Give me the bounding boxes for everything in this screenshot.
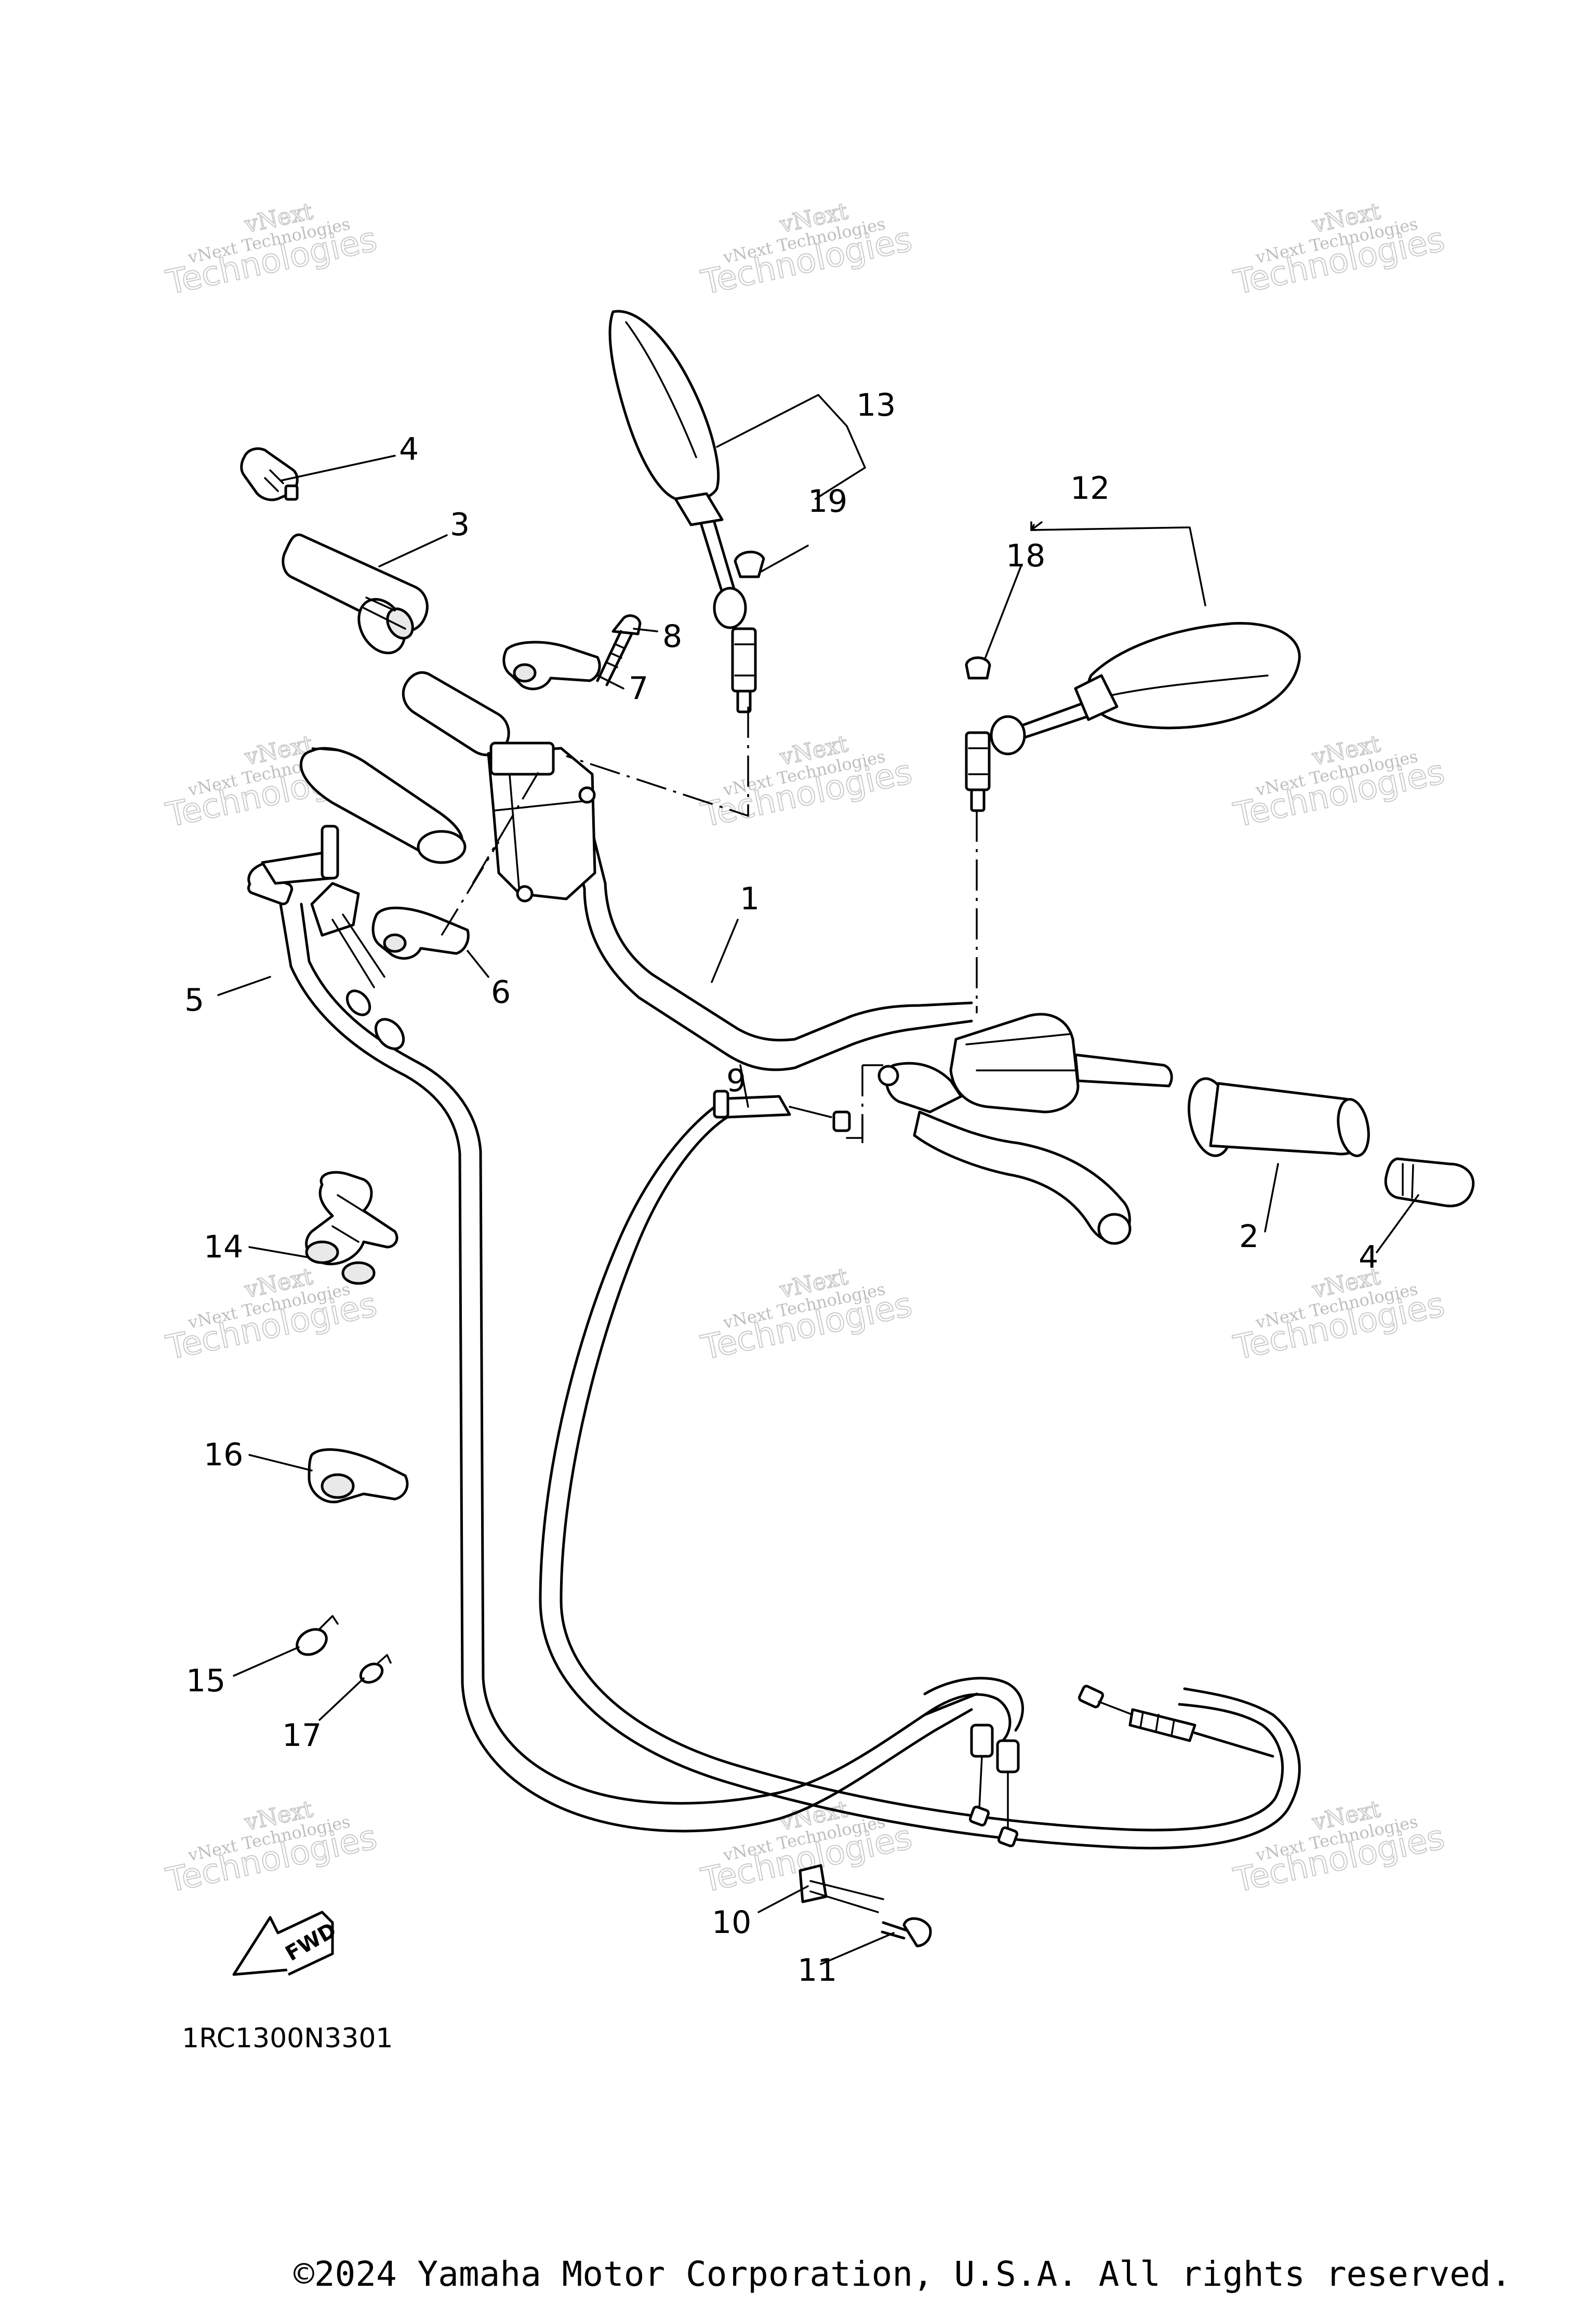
fwd-arrow-icon: FWD bbox=[232, 1911, 340, 1976]
clutch-cable-part-9 bbox=[539, 1090, 1301, 1850]
diagram-code: 1RC1300N3301 bbox=[182, 2023, 393, 2054]
callout-13: 13 bbox=[856, 387, 896, 423]
callout-2: 2 bbox=[1239, 1218, 1259, 1255]
callout-19: 19 bbox=[808, 483, 847, 520]
callout-3: 3 bbox=[450, 507, 470, 543]
callout-5: 5 bbox=[184, 982, 204, 1018]
callout-14: 14 bbox=[204, 1229, 243, 1265]
callout-labels: 1 2 3 4 4 5 6 7 8 9 10 11 12 13 14 15 16… bbox=[184, 387, 1378, 1989]
assembly-lines bbox=[311, 707, 978, 1143]
callout-1: 1 bbox=[740, 881, 760, 917]
left-lever-assembly bbox=[299, 741, 596, 903]
clamp-part-16 bbox=[308, 1448, 409, 1504]
callout-9: 9 bbox=[726, 1063, 746, 1099]
band-part-15 bbox=[296, 1615, 339, 1656]
screw-part-11 bbox=[881, 1917, 932, 1948]
left-grip-part-3 bbox=[282, 533, 429, 655]
throttle-cable-part-5 bbox=[247, 825, 978, 1833]
mirror-nut-part-19 bbox=[734, 550, 765, 578]
band-part-17 bbox=[359, 1654, 392, 1684]
callout-17: 17 bbox=[282, 1717, 322, 1754]
left-mirror-part-13 bbox=[608, 310, 757, 713]
clamp-part-6 bbox=[371, 906, 470, 960]
right-mirror-part-12 bbox=[965, 622, 1301, 812]
callout-6: 6 bbox=[491, 974, 511, 1011]
callout-11: 11 bbox=[797, 1952, 837, 1989]
callout-4b: 4 bbox=[1359, 1239, 1378, 1276]
right-grip-part-2 bbox=[1188, 1077, 1370, 1157]
cable-guide-part-14 bbox=[305, 1171, 398, 1285]
holder-part-10 bbox=[799, 1864, 884, 1913]
left-bar-end-part-4 bbox=[240, 447, 299, 501]
leader-lines bbox=[217, 394, 1419, 1965]
callout-10: 10 bbox=[712, 1904, 751, 1941]
callout-18: 18 bbox=[1006, 538, 1045, 574]
right-bar-end-part-4 bbox=[1384, 1157, 1475, 1208]
left-grip-bar-end bbox=[402, 671, 510, 757]
callout-8: 8 bbox=[662, 618, 682, 655]
handlebar-part-1 bbox=[570, 830, 973, 1071]
right-lever-assembly bbox=[877, 1013, 1173, 1245]
callout-15: 15 bbox=[186, 1663, 225, 1699]
mirror-nut-part-18 bbox=[965, 656, 991, 680]
cable-ends-lower bbox=[923, 1677, 1274, 1848]
callout-16: 16 bbox=[204, 1437, 243, 1473]
copyright-footer: ©2024 Yamaha Motor Corporation, U.S.A. A… bbox=[294, 2254, 1512, 2294]
callout-7: 7 bbox=[629, 670, 648, 707]
callout-12: 12 bbox=[1070, 470, 1110, 507]
callout-4a: 4 bbox=[399, 431, 419, 468]
clamp-part-7 bbox=[502, 641, 601, 691]
